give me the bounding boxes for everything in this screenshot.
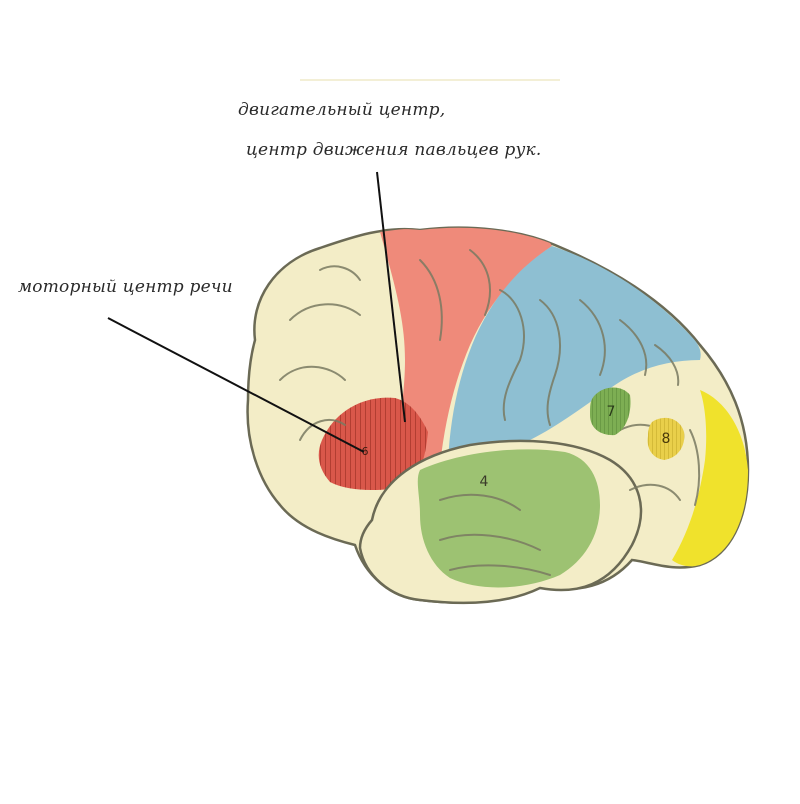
- region-number-8: 8: [662, 431, 671, 447]
- occipital-region: [672, 390, 748, 567]
- region-number-6: 6: [362, 445, 369, 458]
- speech-center-pointer: [107, 317, 365, 453]
- motor-cortex-region: [380, 227, 552, 471]
- motor-center-label-line2: центр движения павльцев рук.: [246, 140, 542, 160]
- region-number-4: 4: [480, 474, 489, 490]
- motor-center-pointer: [376, 171, 406, 423]
- gyri-lines: [279, 249, 701, 576]
- speech-motor-center-label: моторный центр речи: [18, 277, 233, 297]
- motor-center-label-line1: двигательный центр,: [238, 100, 446, 120]
- region-number-7: 7: [607, 404, 616, 420]
- temporal-region: [417, 449, 600, 588]
